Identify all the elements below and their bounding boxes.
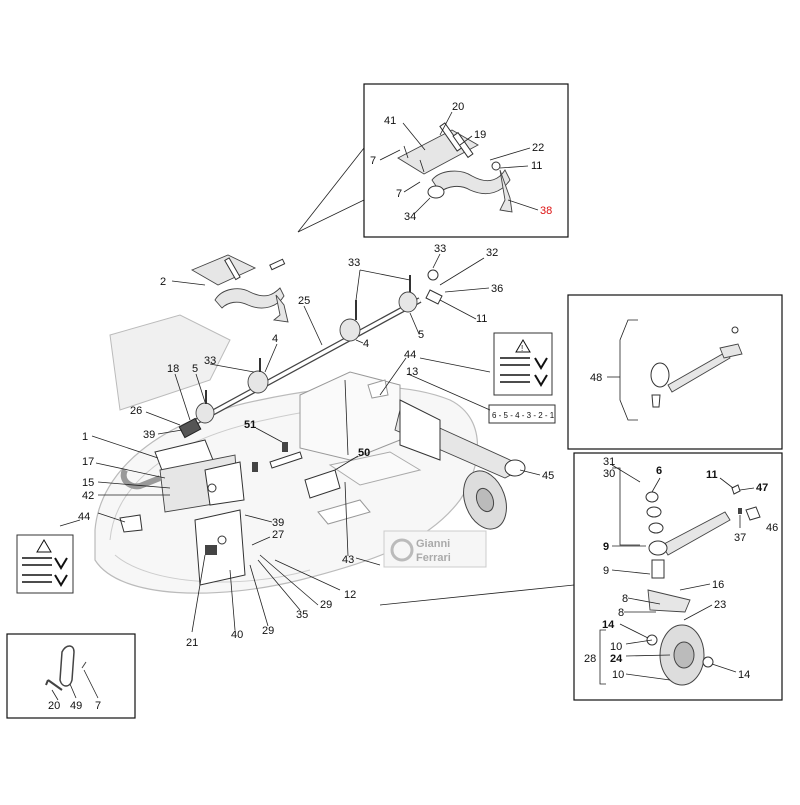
mower-deck	[94, 314, 479, 594]
part-number-label: 25	[298, 295, 310, 307]
part-number-label: 14	[738, 669, 750, 681]
part-number-label: 30	[603, 468, 615, 480]
part-number-label: Gianni	[416, 538, 450, 550]
part-number-label: 6	[656, 465, 662, 477]
part-number-label: 5	[418, 329, 424, 341]
part-number-label: 31	[603, 456, 615, 468]
part-number-label: 16	[712, 579, 724, 591]
part-number-label: 47	[756, 482, 768, 494]
part-number-label: 13	[406, 366, 418, 378]
part-number-label: 37	[734, 532, 746, 544]
part-number-label: 46	[766, 522, 778, 534]
part-number-label: 8	[622, 593, 628, 605]
detail-box-top: 41 20 19 22 7 11 7 34 38	[297, 83, 569, 238]
part-number-label: 20	[452, 101, 464, 113]
part-number-label: 33	[204, 355, 216, 367]
part-number-label: 35	[296, 609, 308, 621]
part-number-label: 9	[603, 541, 609, 553]
part-number-label: 29	[320, 599, 332, 611]
part-number-label: 44	[404, 349, 416, 361]
part-number-label: 41	[384, 115, 396, 127]
part-number-label: 36	[491, 283, 503, 295]
part-number-label: Ferrari	[416, 552, 451, 564]
part-number-label: 50	[358, 447, 370, 459]
part-number-label: 4	[363, 338, 369, 350]
safety-decal-top: !	[493, 332, 553, 396]
part-number-label: 33	[348, 257, 360, 269]
part-number-label: 32	[486, 247, 498, 259]
part-number-label: 6 - 5 - 4 - 3 - 2 - 1	[492, 411, 555, 420]
part-number-label: 42	[82, 490, 94, 502]
front-bracket-assembly	[120, 439, 246, 586]
detail-box-wheel: 31 30 6 11 47 46 37 9 9 16 8 8 23 14 10 …	[573, 452, 783, 701]
part-number-label: 11	[531, 160, 542, 172]
part-number-label: 40	[231, 629, 243, 641]
svg-text:!: !	[521, 344, 523, 353]
part-number-label: 27	[272, 529, 284, 541]
part-number-label: 5	[192, 363, 198, 375]
part-number-label: 33	[434, 243, 446, 255]
detail-box-right-top: 48	[567, 294, 783, 450]
part-number-label: 17	[82, 456, 94, 468]
part-number-label: 20	[48, 700, 60, 712]
small-parts	[119, 442, 341, 533]
part-number-label: 7	[370, 155, 376, 167]
part-number-label: 24	[610, 653, 623, 665]
part-number-label: 19	[474, 129, 486, 141]
part-number-label: 48	[590, 372, 602, 384]
height-lever-assembly-detail	[397, 122, 513, 213]
part-number-label: 51	[244, 419, 256, 431]
part-number-label: 4	[272, 333, 278, 345]
part-number-label: 7	[396, 188, 402, 200]
part-number-label: 38	[540, 205, 552, 217]
height-scale-decal: 6 - 5 - 4 - 3 - 2 - 1	[488, 404, 556, 424]
part-number-label: 49	[70, 700, 82, 712]
part-number-label: 10	[612, 669, 624, 681]
part-number-label: 22	[532, 142, 544, 154]
part-number-label: 15	[82, 477, 94, 489]
part-number-label: 9	[603, 565, 609, 577]
part-number-label: 23	[714, 599, 726, 611]
part-number-label: 10	[610, 641, 622, 653]
part-number-label: 1	[82, 431, 88, 443]
part-number-label: 29	[262, 625, 274, 637]
lift-shaft-assembly	[178, 269, 443, 439]
part-number-label: 43	[342, 554, 354, 566]
part-number-label: 14	[602, 619, 615, 631]
rear-arm-wheel	[394, 399, 526, 530]
part-number-label: 44	[78, 511, 90, 523]
part-number-label: 11	[476, 313, 487, 325]
part-number-label: 8	[618, 607, 624, 619]
part-number-label: 2	[160, 276, 166, 288]
height-lever-assembly	[190, 254, 289, 323]
part-number-label: 34	[404, 211, 416, 223]
part-number-label: 18	[167, 363, 179, 375]
part-number-label: 39	[143, 429, 155, 441]
detail-box-bottom-left: 20 49 7	[6, 633, 136, 719]
main-labels: 2 33 32 33 36 25 11 5 4 4 5 18 33 44 13 …	[59, 243, 554, 649]
part-number-label: 26	[130, 405, 142, 417]
part-number-label: 11	[706, 469, 718, 481]
part-number-label: 7	[95, 700, 101, 712]
part-number-label: 45	[542, 470, 554, 482]
part-number-label: 21	[186, 637, 198, 649]
brand-logo: Gianni Ferrari	[383, 530, 487, 568]
part-number-label: 39	[272, 517, 284, 529]
part-number-label: 28	[584, 653, 596, 665]
safety-decal-bottom	[16, 534, 74, 594]
part-number-label: 12	[344, 589, 356, 601]
